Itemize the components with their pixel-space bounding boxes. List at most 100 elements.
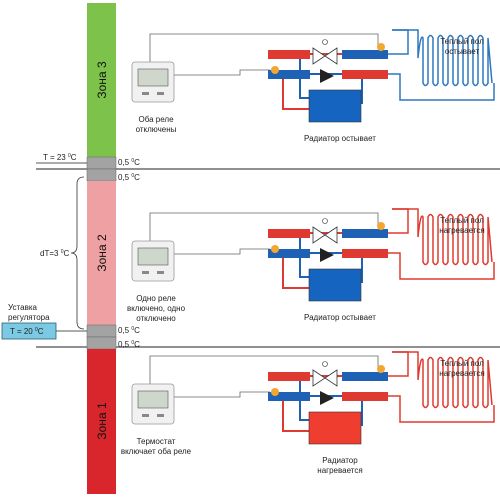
return-manifold-right	[342, 50, 388, 59]
hyst-label-1: 0,5 0C	[118, 158, 140, 167]
hyst-band-4	[86, 336, 117, 350]
control-wire	[149, 33, 379, 62]
floor-feed-pipe	[388, 29, 409, 55]
valve-handle-icon	[322, 218, 328, 224]
mixing-valve-icon-2	[324, 369, 338, 387]
supply-manifold-right	[342, 392, 388, 401]
thermostat-button-right	[157, 92, 164, 95]
valve-icon-left	[271, 245, 279, 253]
zone-3-band	[87, 3, 116, 157]
supply-manifold-left	[268, 372, 310, 381]
thermostat-button-left	[142, 271, 149, 274]
zone-2-label: Зона 2	[95, 234, 109, 272]
thermostat-button-left	[142, 414, 149, 417]
valve-icon-right	[377, 43, 385, 51]
radiator-return-pipe	[299, 238, 309, 278]
thermostat-caption-line-1: Оба реле	[138, 115, 174, 124]
floor-return-pipe	[388, 395, 495, 423]
control-wire	[149, 212, 379, 241]
radiator-supply-pipe	[282, 258, 309, 289]
radiator-caption-line-1: Радиатор остывает	[304, 313, 376, 322]
valve-handle-icon	[322, 361, 328, 367]
thermostat-caption-line-1: Термостат	[137, 437, 176, 446]
return-manifold-left	[268, 392, 310, 401]
thermostat-caption-line-2: включено, одно	[127, 304, 186, 313]
return-manifold-right	[342, 229, 388, 238]
control-wire	[149, 355, 379, 384]
pump-icon	[320, 391, 334, 405]
hyst-band-2	[86, 168, 117, 182]
radiator-return-pipe	[299, 59, 309, 99]
radiator-caption-line-1: Радиатор	[322, 456, 358, 465]
t-high-label: T = 23 0C	[43, 153, 77, 162]
floor-caption-line-2: нагревается	[439, 369, 484, 378]
thermostat-caption-line-1: Одно реле	[136, 294, 176, 303]
control-wire-branch	[170, 69, 270, 76]
radiator	[308, 89, 362, 123]
setpoint-value: T = 20 0C	[10, 327, 44, 336]
floor-return-pipe	[388, 73, 495, 101]
supply-manifold-left	[268, 50, 310, 59]
setpoint-box	[1, 322, 57, 340]
zone-2-band	[87, 181, 116, 325]
thermostat-display	[137, 247, 169, 266]
thermostat-caption-line-3: отключено	[136, 314, 176, 323]
return-manifold-left	[268, 249, 310, 258]
floor-feed-pipe	[388, 351, 409, 377]
valve-icon-left	[271, 388, 279, 396]
radiator-caption-line-1: Радиатор остывает	[304, 134, 376, 143]
thermostat	[131, 61, 175, 103]
control-wire-branch	[170, 248, 270, 255]
thermostat-display	[137, 68, 169, 87]
thermostat-button-right	[157, 271, 164, 274]
hyst-label-3: 0,5 0C	[118, 326, 140, 335]
thermostat-caption-line-2: отключены	[136, 125, 177, 134]
supply-manifold-right	[342, 249, 388, 258]
setpoint-label-line2: регулятора	[8, 313, 50, 322]
mixing-valve-icon-2	[324, 226, 338, 244]
floor-caption-line-1: Теплый пол	[440, 216, 484, 225]
hyst-band-3	[86, 324, 117, 338]
thermostat	[131, 383, 175, 425]
dt-brace	[70, 176, 85, 330]
thermostat	[131, 240, 175, 282]
floor-caption-line-1: Теплый пол	[440, 359, 484, 368]
floor-return-pipe	[388, 252, 495, 280]
floor-heating-loop	[392, 29, 493, 87]
floor-heating-loop	[392, 351, 493, 409]
valve-icon-right	[377, 365, 385, 373]
zone-3-label: Зона 3	[95, 61, 109, 99]
mixing-valve-icon-2	[324, 47, 338, 65]
floor-caption-line-2: нагревается	[439, 226, 484, 235]
floor-feed-pipe	[388, 208, 409, 234]
radiator-supply-pipe	[282, 401, 309, 432]
floor-caption-line-2: остывает	[445, 47, 480, 56]
radiator	[308, 268, 362, 302]
radiator-caption-line-2: нагревается	[317, 466, 362, 475]
thermostat-button-left	[142, 92, 149, 95]
return-manifold-left	[268, 70, 310, 79]
mixing-valve-icon	[312, 369, 326, 387]
dt-label: dT=3 0C	[40, 249, 69, 258]
supply-manifold-right	[342, 70, 388, 79]
valve-icon-left	[271, 66, 279, 74]
zone-1-band	[87, 349, 116, 494]
hyst-label-4: 0,5 0C	[118, 340, 140, 349]
valve-icon-right	[377, 222, 385, 230]
hyst-band-1	[86, 156, 117, 170]
control-wire-branch	[170, 391, 270, 398]
pump-icon	[320, 248, 334, 262]
floor-caption-line-1: Теплый пол	[440, 37, 484, 46]
mixing-valve-icon	[312, 226, 326, 244]
radiator	[308, 411, 362, 445]
valve-handle-icon	[322, 39, 328, 45]
floor-heating-loop	[392, 208, 493, 266]
zone-1-label: Зона 1	[95, 402, 109, 440]
radiator-supply-pipe	[282, 79, 309, 110]
return-manifold-right	[342, 372, 388, 381]
thermostat-caption-line-2: включает оба реле	[121, 447, 192, 456]
thermostat-display	[137, 390, 169, 409]
